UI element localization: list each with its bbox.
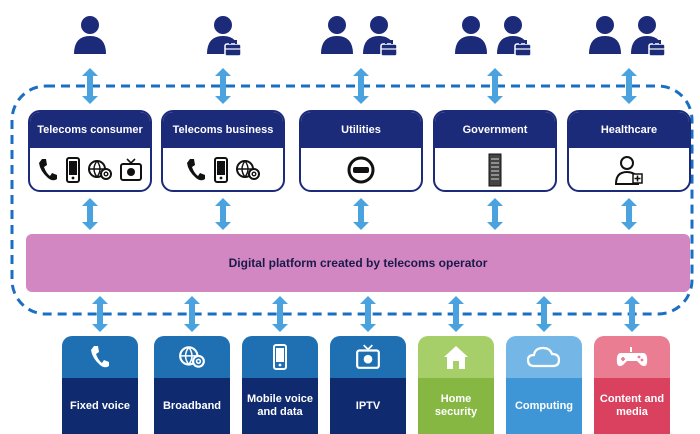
service-icon-area	[330, 336, 406, 378]
digital-platform-bar: Digital platform created by telecoms ope…	[26, 234, 690, 292]
double-arrow-icon	[353, 68, 369, 104]
business-person-icon	[497, 16, 532, 57]
person-icon	[74, 16, 106, 54]
server-icon	[488, 153, 502, 187]
business-person-icon	[631, 16, 666, 57]
person-icon-wrap	[70, 14, 110, 62]
double-arrow-icon	[448, 296, 464, 332]
service-iptv: IPTV	[330, 336, 406, 434]
service-label: IPTV	[330, 378, 406, 434]
person-icon	[321, 16, 353, 54]
service-home-security: Home security	[418, 336, 494, 434]
meter-icon	[347, 156, 375, 184]
person-icon	[455, 16, 487, 54]
double-arrow-icon	[360, 296, 376, 332]
service-broadband: Broadband	[154, 336, 230, 434]
service-icon-area	[62, 336, 138, 378]
double-arrow-icon	[215, 198, 231, 230]
sector-label: Government	[435, 112, 555, 148]
business-person-icon-wrap	[203, 14, 243, 62]
gamepad-icon	[616, 347, 648, 367]
service-icon-area	[242, 336, 318, 378]
sector-label: Utilities	[301, 112, 421, 148]
media-player-icon	[120, 158, 142, 181]
email-globe-icon	[179, 346, 205, 368]
platform-label: Digital platform created by telecoms ope…	[228, 256, 488, 270]
sector-label: Healthcare	[569, 112, 689, 148]
sector-telecoms-business: Telecoms business	[161, 110, 285, 192]
service-mobile-voice-and-data: Mobile voice and data	[242, 336, 318, 434]
service-label: Home security	[418, 378, 494, 434]
double-arrow-icon	[82, 198, 98, 230]
person-icon-wrap	[451, 14, 491, 62]
ecosystem-dashed-border	[10, 84, 694, 316]
double-arrow-icon	[624, 296, 640, 332]
house-icon	[444, 346, 468, 369]
service-icon-area	[594, 336, 670, 378]
business-person-icon	[363, 16, 398, 57]
mobile-phone-icon	[273, 344, 287, 370]
double-arrow-icon	[92, 296, 108, 332]
service-content-and-media: Content and media	[594, 336, 670, 434]
phone-handset-icon	[187, 159, 205, 181]
mobile-phone-icon	[66, 157, 80, 183]
email-globe-icon	[236, 160, 260, 180]
service-label: Mobile voice and data	[242, 378, 318, 434]
phone-handset-icon	[39, 159, 57, 181]
business-person-icon-wrap	[627, 14, 667, 62]
service-fixed-voice: Fixed voice	[62, 336, 138, 434]
double-arrow-icon	[353, 198, 369, 230]
service-label: Content and media	[594, 378, 670, 434]
sector-icons	[30, 148, 150, 190]
sector-icons	[435, 148, 555, 190]
double-arrow-icon	[487, 68, 503, 104]
double-arrow-icon	[487, 198, 503, 230]
sector-government: Government	[433, 110, 557, 192]
person-icon-wrap	[317, 14, 357, 62]
sector-icons	[301, 148, 421, 190]
sector-label: Telecoms consumer	[30, 112, 150, 148]
service-icon-area	[418, 336, 494, 378]
double-arrow-icon	[621, 68, 637, 104]
cloud-icon	[526, 346, 561, 368]
sector-icons	[569, 148, 689, 190]
sector-label: Telecoms business	[163, 112, 283, 148]
phone-handset-icon	[91, 346, 109, 368]
sector-utilities: Utilities	[299, 110, 423, 192]
sector-icons	[163, 148, 283, 190]
service-label: Computing	[506, 378, 582, 434]
service-icon-area	[154, 336, 230, 378]
double-arrow-icon	[82, 68, 98, 104]
service-computing: Computing	[506, 336, 582, 434]
service-label: Broadband	[154, 378, 230, 434]
business-person-icon-wrap	[359, 14, 399, 62]
double-arrow-icon	[621, 198, 637, 230]
business-person-icon-wrap	[493, 14, 533, 62]
double-arrow-icon	[184, 296, 200, 332]
sector-telecoms-consumer: Telecoms consumer	[28, 110, 152, 192]
double-arrow-icon	[536, 296, 552, 332]
business-person-icon	[207, 16, 242, 57]
mobile-phone-icon	[214, 157, 228, 183]
double-arrow-icon	[215, 68, 231, 104]
email-globe-icon	[88, 160, 112, 180]
media-player-icon	[356, 344, 380, 369]
doctor-icon	[614, 156, 643, 185]
sector-healthcare: Healthcare	[567, 110, 691, 192]
person-icon	[589, 16, 621, 54]
service-icon-area	[506, 336, 582, 378]
person-icon-wrap	[585, 14, 625, 62]
double-arrow-icon	[272, 296, 288, 332]
service-label: Fixed voice	[62, 378, 138, 434]
